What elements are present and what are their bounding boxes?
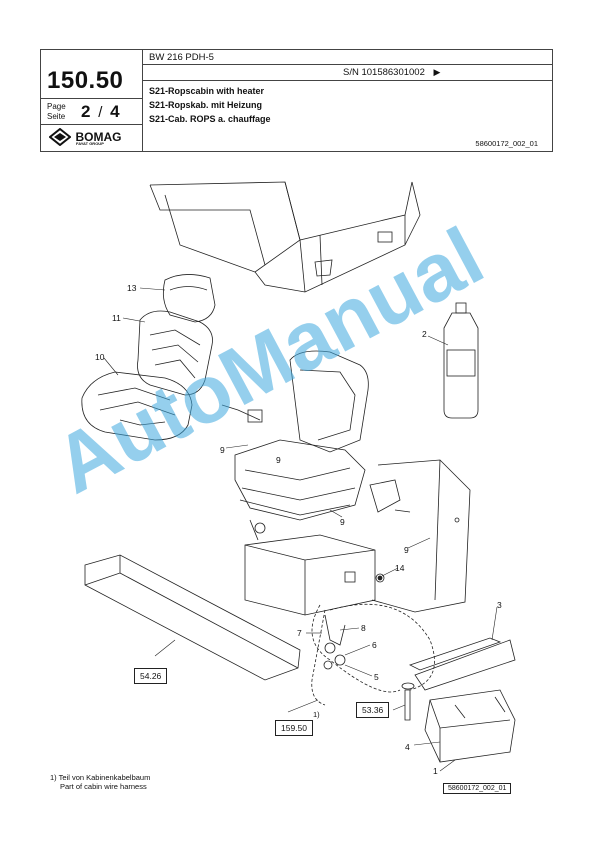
ref-box-54-26[interactable]: 54.26 bbox=[134, 668, 168, 684]
seat-console bbox=[244, 534, 376, 616]
doc-number: 58600172_002_01 bbox=[475, 139, 538, 148]
ref-box-53-36[interactable]: 53.36 bbox=[356, 702, 390, 718]
model-name: BW 216 PDH-5 bbox=[149, 52, 214, 63]
connectors bbox=[323, 614, 346, 670]
callout-14: 14 bbox=[395, 563, 405, 573]
callout-5: 5 bbox=[374, 672, 379, 682]
drawing-number: 58600172_002_01 bbox=[443, 783, 512, 794]
header-rule bbox=[41, 98, 142, 99]
callout-1: 1 bbox=[433, 766, 438, 776]
seat-cushion bbox=[81, 371, 193, 441]
title-en: S21-Ropscabin with heater bbox=[149, 86, 265, 96]
callout-8: 8 bbox=[361, 623, 366, 633]
backrest-cover bbox=[137, 310, 213, 396]
footnote-line-2: Part of cabin wire harness bbox=[60, 782, 147, 791]
page-separator: / bbox=[98, 104, 103, 121]
heater-bracket bbox=[408, 637, 516, 691]
callout-footnote-ref: 1) bbox=[313, 710, 320, 719]
serial-arrow-icon: ▶ bbox=[433, 67, 441, 77]
callout-9: 9 bbox=[404, 545, 409, 555]
rear-panel bbox=[371, 459, 471, 613]
callout-3: 3 bbox=[497, 600, 502, 610]
ref-box-159-50[interactable]: 159.50 bbox=[275, 720, 313, 736]
leader-lines bbox=[103, 287, 498, 772]
header-rule bbox=[142, 80, 552, 81]
callout-7: 7 bbox=[297, 628, 302, 638]
bomag-diamond-icon bbox=[48, 127, 72, 147]
brand-name: BOMAG bbox=[75, 130, 122, 144]
callout-4: 4 bbox=[405, 742, 410, 752]
page-total: 4 bbox=[110, 102, 120, 121]
brand-sub: FAYAT GROUP bbox=[76, 141, 104, 146]
page-header: 150.50 Page Seite 2 / 4 BOMAG FAYAT GROU… bbox=[40, 49, 553, 152]
callout-9: 9 bbox=[220, 445, 225, 455]
title-de: S21-Ropskab. mit Heizung bbox=[149, 100, 263, 110]
page-label-de: Page bbox=[47, 102, 66, 111]
brand-logo: BOMAG FAYAT GROUP bbox=[48, 127, 122, 147]
section-titles: S21-Ropscabin with heater S21-Ropskab. m… bbox=[149, 84, 271, 126]
header-rule bbox=[142, 64, 552, 65]
callout-9: 9 bbox=[276, 455, 281, 465]
bolt bbox=[401, 682, 415, 721]
page-code: 150.50 bbox=[47, 67, 124, 94]
callout-6: 6 bbox=[372, 640, 377, 650]
header-rule bbox=[41, 124, 142, 125]
page-current: 2 bbox=[81, 102, 91, 121]
cabin-frame bbox=[149, 181, 421, 293]
wire-harness bbox=[311, 603, 435, 706]
heater-unit bbox=[424, 689, 516, 763]
page-label-en: Seite bbox=[47, 112, 66, 121]
callout-2: 2 bbox=[422, 329, 427, 339]
seat-assembly bbox=[221, 350, 411, 541]
serial-text: S/N 101586301002 bbox=[343, 67, 425, 78]
callout-11: 11 bbox=[112, 313, 121, 323]
coolant-bottle bbox=[443, 302, 479, 419]
cross-member bbox=[84, 554, 301, 681]
serial-number: S/N 101586301002 ▶ bbox=[343, 67, 440, 78]
header-divider bbox=[142, 50, 143, 151]
footnote-line-1: 1) Teil von Kabinenkabelbaum bbox=[50, 773, 151, 782]
footnote: 1) Teil von Kabinenkabelbaum Part of cab… bbox=[50, 773, 150, 791]
callout-13: 13 bbox=[127, 283, 137, 293]
callout-10: 10 bbox=[95, 352, 105, 362]
title-fr: S21-Cab. ROPS a. chauffage bbox=[149, 114, 271, 124]
callout-9: 9 bbox=[340, 517, 345, 527]
headrest bbox=[162, 274, 216, 323]
